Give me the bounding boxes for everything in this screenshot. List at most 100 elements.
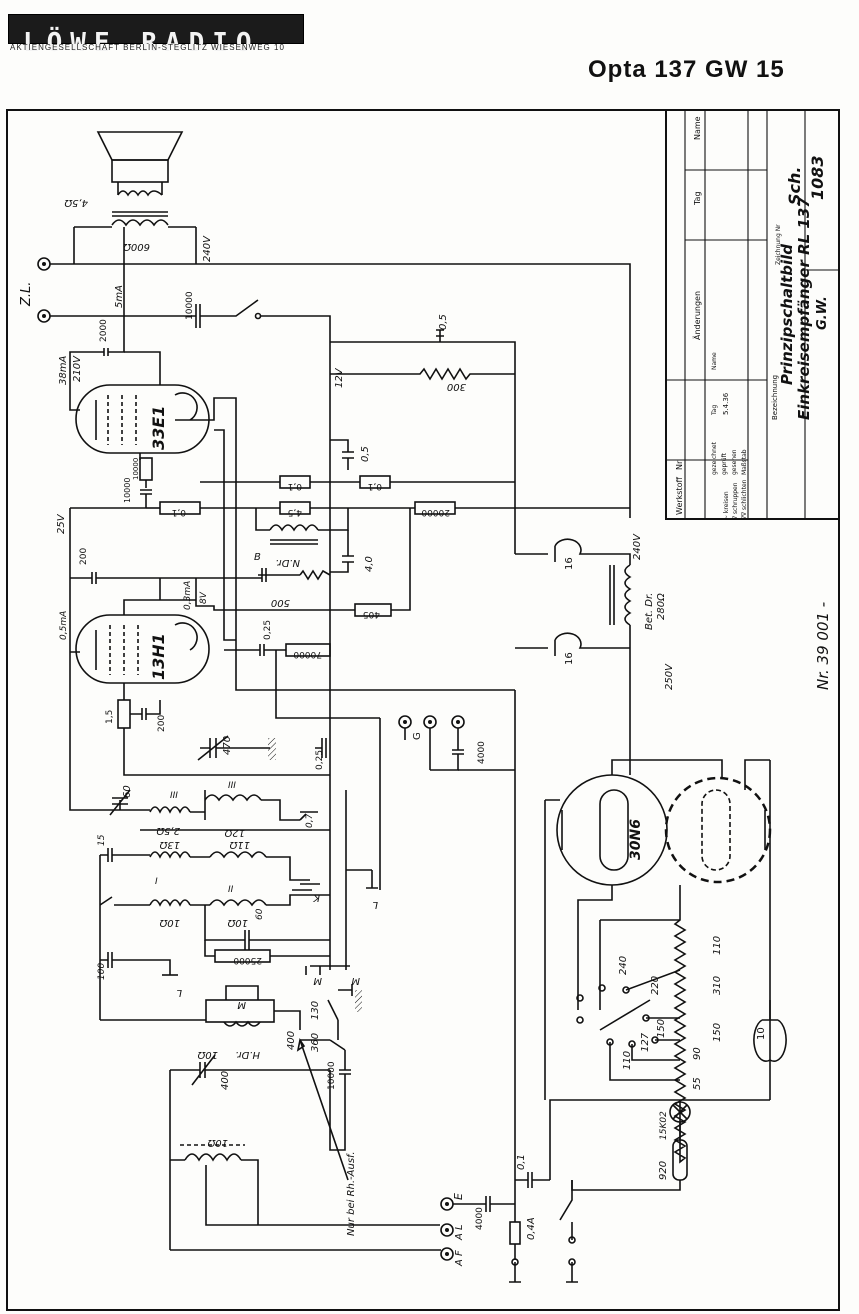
label-res300: 300	[447, 381, 466, 392]
tb-date: 5.4.36	[722, 392, 730, 415]
tb-aenderungen: Änderungen	[692, 291, 702, 340]
label-tap127: 127	[640, 1032, 651, 1052]
label-hdr2: H.Dr.	[235, 1049, 260, 1060]
label-sw-m-3: M	[237, 999, 246, 1010]
label-elko16a: 16	[564, 557, 575, 570]
label-8v: 8V	[199, 591, 209, 604]
label-tap55: 55	[692, 1077, 703, 1090]
label-tap150: 150	[656, 1019, 667, 1038]
tb-name-1: Name	[693, 116, 702, 140]
label-cap2000: 2000	[99, 319, 109, 342]
label-bet-dr: Bet. Dr.	[644, 593, 655, 630]
hf-choke: M H.Dr. 10Ω	[197, 985, 275, 1060]
loudspeaker	[96, 131, 184, 197]
tb-legend-1: ~ kreisen	[723, 491, 730, 520]
label-sw-m-2: M	[351, 975, 360, 986]
tb-gesehen: gesehen	[731, 449, 738, 475]
label-hdr: N.Dr.	[275, 557, 300, 568]
label-sw-l-2: L	[176, 987, 182, 998]
label-r01b: 0,1	[288, 481, 302, 491]
label-r20000: 20000	[421, 507, 450, 517]
coil-II: II 10Ω 10Ω	[149, 885, 267, 928]
tb-gezeichnet: gezeichnet	[711, 441, 718, 475]
label-tap150b: 150	[712, 1023, 723, 1042]
tb-tag-1: Tag	[693, 191, 702, 206]
label-r07: 0,7	[305, 813, 315, 828]
label-cap025a: 0,25	[263, 620, 273, 640]
label-cap60b: 60	[255, 908, 265, 920]
label-v130: 130	[310, 1001, 321, 1020]
brand-name: LÖWE RADIO	[23, 28, 260, 58]
label-transformer: 600Ω	[123, 241, 150, 252]
tb-zeichnung-1: Sch.	[785, 167, 804, 205]
tb-title-3: G.W.	[815, 296, 830, 330]
label-r10b: 10Ω	[227, 917, 248, 928]
coil-I: 13Ω 11Ω I	[149, 839, 267, 887]
tube-13h1: 13H1	[75, 614, 210, 684]
label-r01c: 0,1	[172, 507, 186, 517]
label-b: B	[254, 552, 261, 563]
label-r405: 405	[363, 609, 380, 619]
label-lamp: 15K02	[659, 1111, 669, 1140]
title-block: Werkstoff Nr Änderungen Tag Name gezeich…	[665, 109, 840, 521]
label-rh-note: Nur bei Rh.-Ausf.	[346, 1151, 357, 1236]
label-cap025b: 0,25	[315, 750, 325, 770]
label-spk-imp: 4,5Ω	[64, 197, 88, 208]
label-fuse: 0,4A	[526, 1217, 537, 1240]
electrolytic-10: 10	[753, 1000, 787, 1062]
label-term-e: E	[452, 1193, 465, 1200]
label-cap05b: 0,5	[360, 446, 371, 462]
filter-choke	[609, 564, 632, 626]
label-r10d: 10Ω	[207, 1137, 228, 1148]
brand-logo: LÖWE RADIO	[8, 14, 304, 58]
label-elko16b: 16	[564, 652, 575, 665]
label-term-af: A F	[454, 1250, 465, 1267]
label-5ma: 5mA	[114, 285, 125, 308]
label-tube2: 13H1	[149, 633, 168, 680]
label-05ma: 0,5mA	[59, 611, 69, 640]
label-cap470: 470	[222, 736, 233, 755]
label-r70000: 70000	[293, 649, 322, 659]
label-sw-m-1: M	[313, 975, 322, 986]
electrolytic-16a: 16	[515, 538, 600, 570]
label-cap100: 100	[97, 963, 107, 980]
tb-legend-2: ∇ schruppen	[732, 482, 739, 521]
label-ant400: 400	[286, 1031, 297, 1050]
tb-bezeichnung: Bezeichnung	[771, 375, 779, 420]
terminal-af	[440, 1247, 454, 1261]
label-tap110b: 110	[622, 1051, 633, 1070]
label-tap240: 240	[618, 956, 629, 975]
tb-title-2: Einkreisempfänger RL 137	[795, 197, 813, 420]
label-cap200b: 200	[157, 715, 167, 732]
tb-massstab: Maßstab	[741, 449, 748, 475]
label-cap400: 400	[220, 1071, 231, 1090]
tb-werkstoff: Werkstoff	[675, 477, 684, 515]
tb-legend-3: ∇∇ schlichten	[741, 479, 748, 521]
tb-geprueft: geprüft	[721, 452, 728, 475]
ground-symbol-2	[355, 990, 362, 1012]
label-v240-mid: 240V	[632, 533, 643, 560]
label-r11: 11Ω	[229, 839, 250, 850]
label-coil-II: II	[228, 885, 234, 895]
label-coil-I: I	[155, 877, 158, 887]
label-tap310: 310	[712, 976, 723, 995]
label-cap60: 60	[122, 785, 133, 798]
label-v360: 360	[310, 1033, 321, 1052]
brand-address: AKTIENGESELLSCHAFT BERLIN-STEGLITZ WIESE…	[10, 43, 285, 52]
label-zl: Z.L.	[19, 282, 34, 307]
terminal-al	[440, 1223, 454, 1237]
label-cap01: 0,1	[516, 1154, 527, 1170]
label-v240-top: 240V	[202, 235, 213, 262]
label-coil-III-b: III	[228, 781, 236, 791]
label-bet-dr-r: 280Ω	[656, 593, 667, 620]
label-cap10000b: 10000	[123, 478, 132, 503]
label-jack-g: G	[412, 732, 423, 740]
label-r15: 1,5	[105, 710, 115, 724]
label-r13: 13Ω	[159, 839, 180, 850]
label-03ma: 0,3mA	[183, 581, 193, 610]
label-cap10000: 10000	[185, 291, 195, 320]
label-sw-l-1: L	[372, 899, 378, 910]
label-r25000: 25000	[233, 955, 262, 965]
